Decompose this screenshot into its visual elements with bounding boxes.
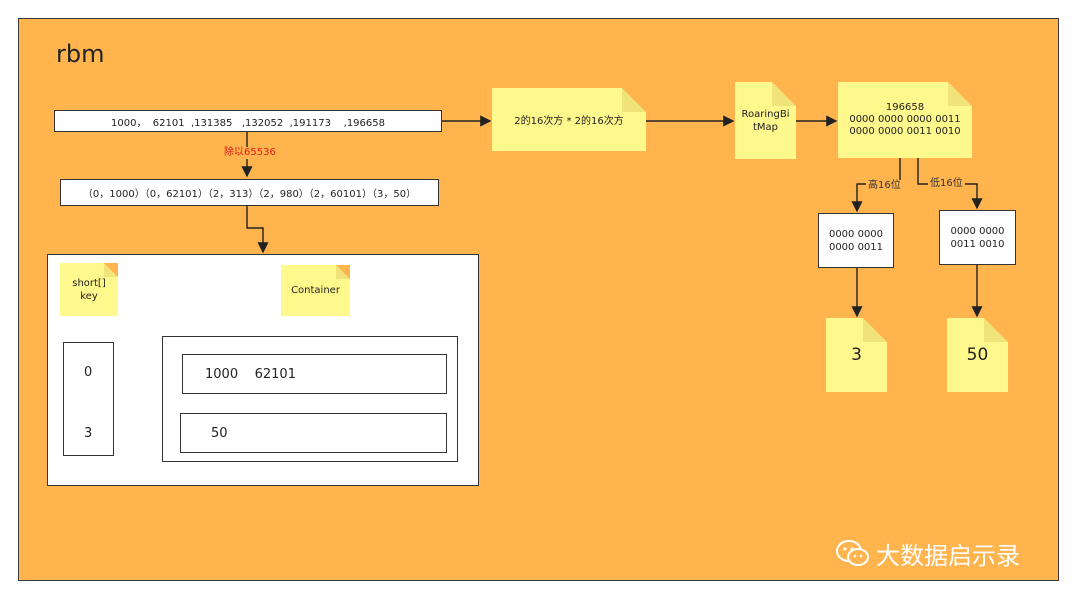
watermark: 大数据启示录 [836, 536, 1020, 571]
container-0: 1000 62101 [182, 354, 447, 394]
high-16-line1: 0000 0000 [828, 228, 884, 240]
wechat-icon [836, 539, 869, 566]
high-16-label: 高16位 [866, 180, 903, 192]
key-array [63, 342, 114, 456]
binary-note-line1: 0000 0000 0000 0011 [849, 114, 961, 125]
watermark-text: 大数据启示录 [876, 542, 1020, 570]
binary-note: 196658 0000 0000 0000 0011 0000 0000 001… [838, 82, 972, 158]
key-3: 3 [84, 426, 93, 441]
input-list-box: 1000， 62101 ,131385 ,132052 ,191173 ,196… [54, 110, 442, 132]
key-0: 0 [84, 365, 93, 380]
high-16-box: 0000 0000 0000 0011 [818, 213, 894, 268]
low-16-box: 0000 0000 0011 0010 [939, 210, 1016, 265]
short-key-line1: short[] [72, 277, 106, 289]
container-note: Container [281, 265, 350, 316]
binary-note-line2: 0000 0000 0011 0010 [849, 126, 961, 137]
high-result-note: 3 [826, 318, 887, 392]
low-16-line2: 0011 0010 [950, 238, 1005, 250]
binary-note-value: 196658 [885, 102, 925, 113]
divide-label: 除以65536 [222, 147, 278, 159]
pairs-box: （0，1000）（0，62101）（2，313）（2，980）（2，60101）… [60, 179, 439, 206]
power-note: 2的16次方 * 2的16次方 [492, 88, 646, 151]
short-key-note: short[] key [60, 263, 118, 316]
low-16-label: 低16位 [928, 178, 965, 190]
roaringbitmap-note: RoaringBitMap [735, 82, 796, 159]
high-16-line2: 0000 0011 [828, 241, 884, 253]
low-16-line1: 0000 0000 [950, 225, 1005, 237]
container-1: 50 [180, 413, 447, 453]
container-0-values: 1000 62101 [205, 366, 296, 382]
low-result-note: 50 [947, 318, 1008, 392]
short-key-line2: key [80, 290, 98, 302]
container-1-values: 50 [211, 425, 228, 441]
roaringbitmap-note-text: RoaringBitMap [741, 108, 790, 133]
diagram-title: rbm [56, 40, 105, 68]
